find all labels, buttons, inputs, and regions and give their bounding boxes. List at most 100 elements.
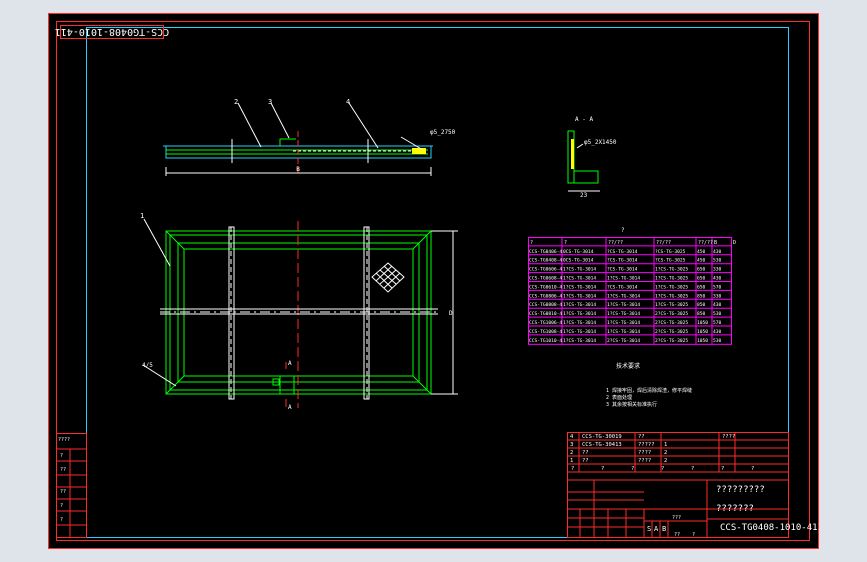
spec-table-cell: 1?CS-TG-3014	[563, 276, 596, 282]
title-name-2: ???????	[716, 504, 754, 514]
spec-table-cell: CCS-TG0808-4	[529, 302, 562, 308]
spec-table-cell: 530	[713, 311, 722, 317]
outer-frame-inner	[56, 21, 810, 541]
callout-4: 4	[346, 98, 350, 106]
spec-table-title: ?	[621, 227, 625, 234]
spec-table-cell: 1050	[697, 329, 708, 335]
spec-table-cell: 1?CS-TG-3014	[607, 311, 640, 317]
spec-table-cell: 1050	[697, 338, 708, 344]
parts-list-cell: 2	[570, 450, 573, 456]
parts-list-header-cell: ?	[721, 466, 724, 472]
spec-table-cell: CCS-TG0610-4	[529, 284, 562, 290]
spec-table-cell: 850	[697, 311, 706, 317]
rev-label-5: ?	[60, 503, 63, 509]
spec-table-cell: 1?CS-TG-3014	[563, 267, 596, 273]
callout-left: 4/5	[142, 362, 153, 369]
top-view-dimension-note: φ5_2750	[430, 129, 456, 136]
spec-table-cell: 1?CS-TG-3014	[563, 293, 596, 299]
spec-table-cell: CCS-TG1008-4	[529, 329, 562, 335]
parts-list-cell: 2	[664, 458, 667, 464]
spec-table-cell: 1?CS-TG-3025	[655, 293, 688, 299]
cad-viewport[interactable]: CCS-TG0408-1010-411 B 2 3 4 φ5_2750	[48, 13, 819, 549]
code-label-box	[60, 25, 164, 39]
spec-table-cell: CCS-TG0408-4	[529, 258, 562, 264]
parts-list-header-cell: ?	[631, 466, 634, 472]
spec-table-cell: CCS-TG0806-4	[529, 293, 562, 299]
spec-table-cell: ?CS-TG-3025	[655, 249, 686, 255]
spec-table-cell: ?CS-TG-3025	[655, 258, 686, 264]
spec-table-cell: 0CS-TG-3014	[563, 258, 594, 264]
spec-header-cell: B	[714, 240, 717, 246]
width-dimension-label: B	[296, 166, 300, 173]
rev-label-3: ??	[60, 467, 66, 473]
plan-view: A A D 1 4/5	[140, 212, 458, 411]
spec-table-cell: 570	[713, 284, 722, 290]
callout-3: 3	[268, 98, 272, 106]
spec-table-cell: 850	[697, 293, 706, 299]
spec-table-cell: 430	[713, 302, 722, 308]
spec-table-cell: ?CS-TG-3014	[607, 267, 638, 273]
parts-list-header-cell: ?	[601, 466, 604, 472]
top-elevation-view: B 2 3 4 φ5_2750	[163, 98, 456, 176]
spec-table-cell: 570	[713, 320, 722, 326]
spec-table-cell: CCS-TG0810-4	[529, 311, 562, 317]
parts-list-cell: CCS-TG-30413	[582, 442, 622, 448]
section-dim-note: φ5_2X1450	[584, 139, 617, 146]
section-mark-top: A	[288, 360, 292, 367]
callout-1: 1	[140, 212, 144, 220]
title-scale-label: S	[647, 525, 651, 533]
spec-table-cell: 1?CS-TG-3014	[563, 329, 596, 335]
spec-table-cell: 530	[713, 258, 722, 264]
spec-table-cell: 1?CS-TG-3014	[607, 276, 640, 282]
rev-label-2: ?	[60, 453, 63, 459]
title-drawing-code: CCS-TG0408-1010-411	[720, 523, 819, 533]
spec-table-cell: 1?CS-TG-3014	[607, 329, 640, 335]
spec-table-cell: 650	[697, 267, 706, 273]
rev-label-4: ??	[60, 489, 66, 495]
spec-table-cell: ?CS-TG-3014	[607, 249, 638, 255]
spec-table-cell: 1?CS-TG-3025	[655, 302, 688, 308]
spec-table-cell: 850	[697, 302, 706, 308]
section-base-dim: 23	[580, 192, 588, 199]
spec-table-cell: 450	[697, 258, 706, 264]
rotated-drawing-code: CCS-TG0408-1010-411	[55, 26, 169, 37]
parts-list-cell: ????	[722, 434, 735, 440]
parts-list-header-cell: ?	[691, 466, 694, 472]
parts-list-cell: 2	[664, 450, 667, 456]
section-title: A - A	[575, 116, 593, 123]
title-name-1: ?????????	[716, 485, 765, 495]
parts-list-header-cell: ?	[661, 466, 664, 472]
spec-table-cell: 1050	[697, 320, 708, 326]
spec-table-cell: 0CS-TG-3014	[563, 249, 594, 255]
tech-note-3: 3 其余按相关标准执行	[606, 401, 657, 408]
spec-table-cell: 1?CS-TG-3014	[607, 293, 640, 299]
section-a-a: A - A 23 φ5_2X1450	[567, 116, 617, 199]
tech-note-1: 1 焊接牢固，焊后清除焊渣，修平焊缝	[606, 387, 692, 394]
spec-table-cell: CCS-TG0406-4	[529, 249, 562, 255]
spec-header-cell: ?	[530, 240, 533, 246]
parts-list-cell: 4	[570, 434, 574, 440]
callout-2: 2	[234, 98, 238, 106]
technical-requirements: 技术要求 1 焊接牢固，焊后清除焊渣，修平焊缝 2 表面处理 3 其余按相关标准…	[606, 362, 692, 408]
spec-table-cell: 1?CS-TG-3014	[607, 320, 640, 326]
spec-table-cell: 430	[713, 249, 722, 255]
spec-table-cell: 2?CS-TG-3025	[655, 320, 688, 326]
spec-table-cell: 2?CS-TG-3014	[607, 338, 640, 344]
spec-table-cell: 2?CS-TG-3025	[655, 329, 688, 335]
parts-list-header-cell: ?	[751, 466, 754, 472]
tech-note-2: 2 表面处理	[606, 394, 632, 401]
spec-table-cell: 1?CS-TG-3014	[563, 320, 596, 326]
tech-notes-title: 技术要求	[616, 362, 640, 370]
spec-table-cell: 1?CS-TG-3025	[655, 267, 688, 273]
title-a-label: A	[654, 525, 659, 533]
spec-table-cell: 1?CS-TG-3014	[563, 302, 596, 308]
rev-label-6: ?	[60, 517, 63, 523]
parts-list-cell: 1	[664, 442, 667, 448]
spec-table-cell: 2?CS-TG-3025	[655, 311, 688, 317]
spec-table-cell: CCS-TG1010-4	[529, 338, 562, 344]
spec-table-cell: 430	[713, 329, 722, 335]
spec-table-cell: 1?CS-TG-3014	[563, 311, 596, 317]
spec-table-cell: CCS-TG0608-4	[529, 276, 562, 282]
parts-list-cell: ????	[638, 458, 651, 464]
